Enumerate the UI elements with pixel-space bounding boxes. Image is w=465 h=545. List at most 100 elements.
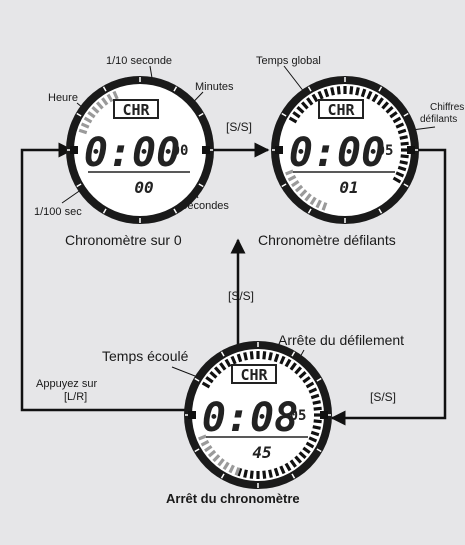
label-arrete-defilement: Arrête du défilement <box>278 332 404 348</box>
segment-tick <box>349 86 354 95</box>
segment-tick <box>207 449 217 458</box>
bezel-tick <box>220 351 225 357</box>
segment-tick <box>262 470 267 479</box>
lower-digits: 01 <box>339 178 358 197</box>
segment-tick <box>376 97 384 106</box>
segment-tick <box>389 111 398 119</box>
bezel-tick <box>281 112 287 117</box>
label-chiffres-line2: défilants <box>420 114 457 125</box>
label-secondes: Secondes <box>180 200 229 212</box>
segment-tick <box>305 381 315 389</box>
segment-tick <box>312 400 321 405</box>
segment-tick <box>399 135 408 140</box>
bezel-tick <box>198 112 204 117</box>
bezel-tick <box>198 183 204 188</box>
segment-tick <box>312 425 321 430</box>
annotation-labels: 1/10 seconde Minutes Heure 1/100 sec Sec… <box>34 55 464 506</box>
segment-tick <box>95 101 104 110</box>
segment-tick <box>400 154 409 159</box>
segment-tick <box>289 459 297 468</box>
segment-tick <box>298 451 307 460</box>
label-appuyez-line1: Appuyez sur <box>36 378 97 390</box>
segment-tick <box>397 165 407 172</box>
segment-tick <box>249 470 254 479</box>
segment-tick <box>228 464 235 474</box>
segment-tick <box>302 376 311 384</box>
arrow-stop <box>330 148 447 426</box>
main-time: 0:08 <box>202 395 298 441</box>
bezel-tick <box>281 183 287 188</box>
bezel-tick <box>307 86 312 92</box>
segment-tick <box>330 87 335 96</box>
segment-tick <box>101 97 109 106</box>
segment-tick <box>217 458 225 467</box>
caption-watch2: Chronomètre défilants <box>258 232 396 248</box>
segment-tick <box>212 454 221 463</box>
dial-marker <box>275 146 283 154</box>
segment-tick <box>205 376 214 384</box>
dial-marker <box>70 146 78 154</box>
segment-tick <box>296 105 305 114</box>
segment-tick <box>204 444 213 453</box>
bezel-tick <box>173 208 178 214</box>
segment-tick <box>336 86 341 95</box>
segment-tick <box>80 122 90 129</box>
segment-tick <box>209 370 218 379</box>
segment-tick <box>201 381 211 389</box>
dial-marker <box>407 146 415 154</box>
label-ss-right: [S/S] <box>370 390 396 404</box>
bezel-tick <box>173 86 178 92</box>
bezel-tick <box>378 86 383 92</box>
segment-tick <box>249 351 254 360</box>
dial-marker <box>320 411 328 419</box>
segment-tick <box>106 93 114 103</box>
segment-tick <box>300 101 309 110</box>
label-ss-top: [S/S] <box>226 120 252 134</box>
segment-tick <box>91 105 100 114</box>
segment-tick <box>230 355 237 365</box>
segment-tick <box>243 352 248 361</box>
segment-tick <box>222 461 230 471</box>
segment-tick <box>224 358 232 368</box>
segment-tick <box>112 90 119 100</box>
bezel-tick <box>316 377 322 382</box>
watch-dial <box>279 84 411 216</box>
segment-tick <box>371 93 379 103</box>
segment-tick <box>323 88 330 98</box>
segment-tick <box>285 169 294 176</box>
label-ss-mid: [S/S] <box>228 289 254 303</box>
arrow-reset-to-start <box>20 142 185 412</box>
bezel-tick <box>102 208 107 214</box>
segment-tick <box>306 97 314 106</box>
segment-tick <box>87 111 96 119</box>
segment-tick <box>299 189 308 198</box>
label-heure: Heure <box>48 92 78 104</box>
segment-tick <box>399 160 408 165</box>
segment-tick <box>273 467 280 477</box>
segment-tick <box>268 352 273 361</box>
bezel-tick <box>76 183 82 188</box>
segment-tick <box>273 353 280 363</box>
segment-tick <box>294 366 303 375</box>
segment-tick <box>313 419 322 424</box>
segment-tick <box>236 467 243 477</box>
mode-box <box>113 99 159 119</box>
segment-tick <box>262 351 267 360</box>
segment-tick <box>308 387 318 394</box>
bezel-tick <box>307 208 312 214</box>
label-appuyez-line2: [L/R] <box>64 391 87 403</box>
segment-tick <box>234 467 241 476</box>
bezel-tick <box>194 377 200 382</box>
lower-digits: 45 <box>252 443 271 462</box>
bezel-tick <box>102 86 107 92</box>
dial-marker <box>202 146 210 154</box>
segment-tick <box>313 406 322 411</box>
segment-tick <box>243 469 248 478</box>
caption-watch3: Arrêt du chronomètre <box>166 491 300 506</box>
segment-tick <box>310 393 320 400</box>
caption-watch1: Chronomètre sur 0 <box>65 232 182 248</box>
